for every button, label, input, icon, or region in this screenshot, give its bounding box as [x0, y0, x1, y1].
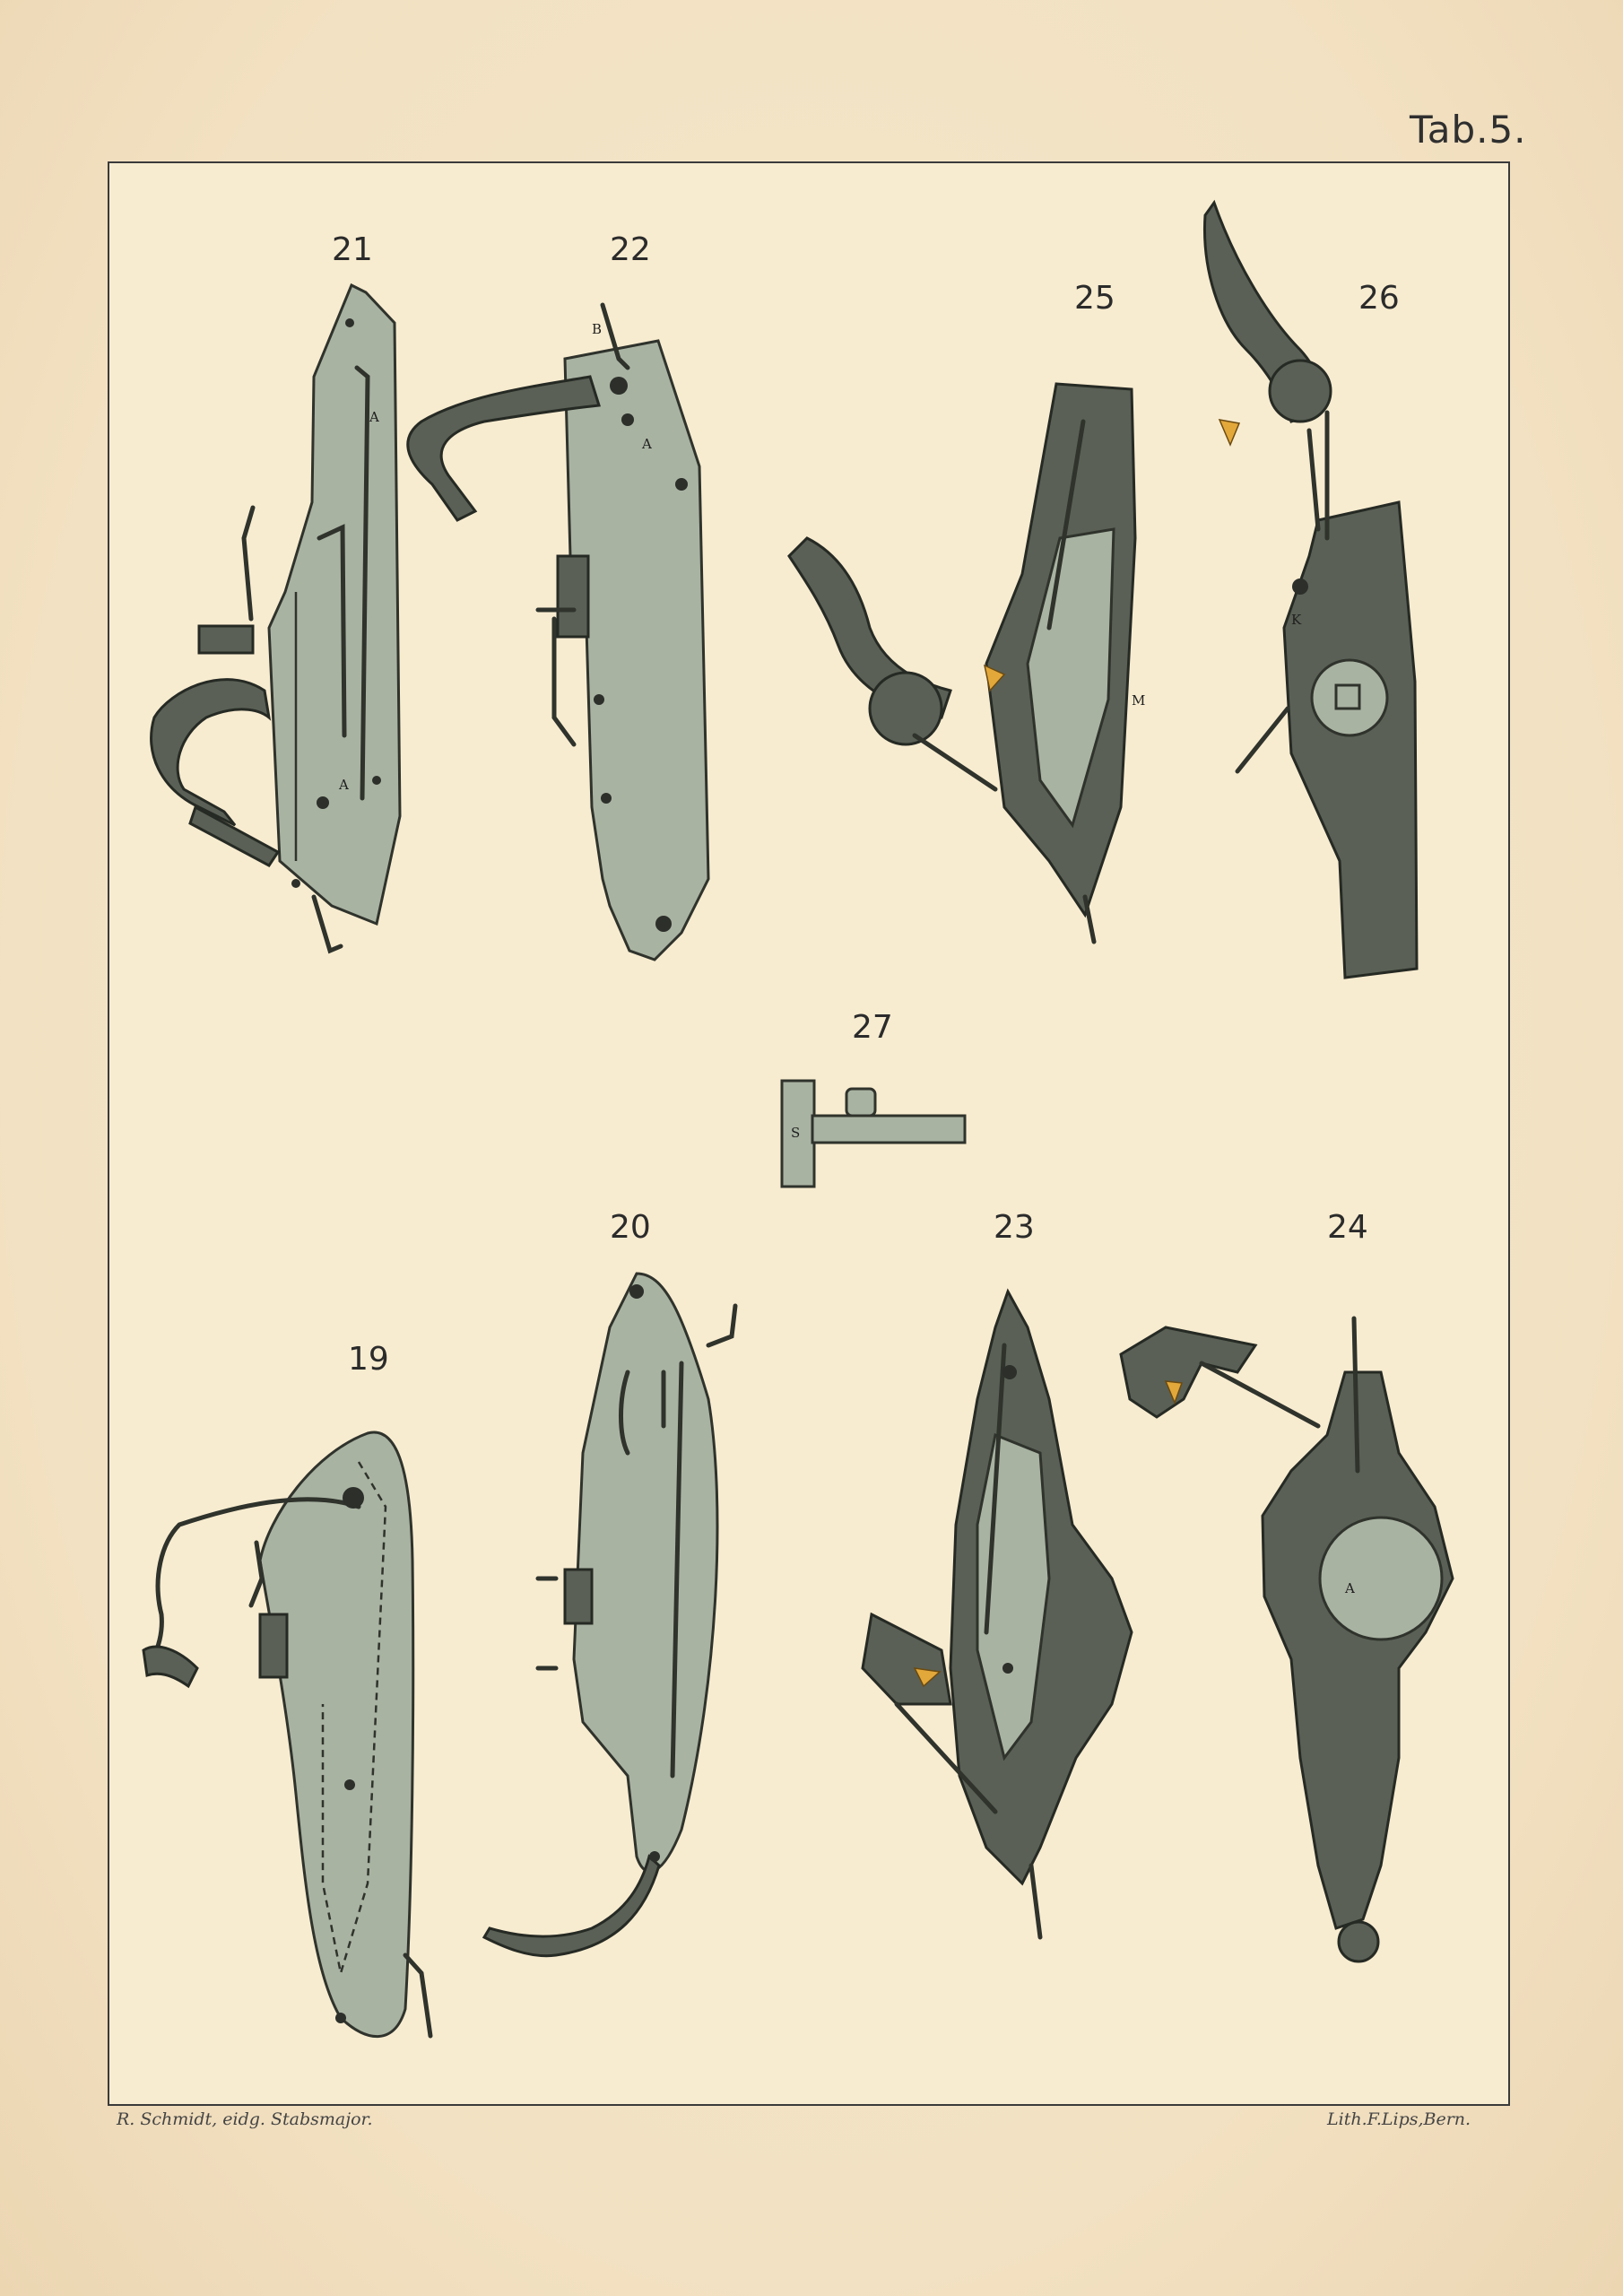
figure-number-25: 25: [1074, 280, 1115, 317]
letter-b-22: B: [592, 321, 602, 337]
lock-figure-22: B A: [406, 302, 710, 961]
letter-k-26: K: [1291, 612, 1302, 628]
letter-m-25: M: [1132, 692, 1145, 709]
lock-figure-24: A: [1119, 1316, 1454, 1963]
credit-left: R. Schmidt, eidg. Stabsmajor.: [117, 2109, 373, 2129]
letter-a-21b: A: [338, 777, 349, 793]
letter-a-21: A: [369, 409, 379, 425]
lock-figure-27: S: [780, 1079, 967, 1188]
letter-s-27: S: [791, 1125, 800, 1141]
lock-figure-19: [142, 1431, 433, 2039]
letter-a-22: A: [641, 436, 652, 452]
lock-figure-26: K: [1202, 199, 1419, 979]
figure-number-23: 23: [994, 1209, 1035, 1246]
figure-number-26: 26: [1358, 280, 1400, 317]
figure-number-21: 21: [332, 231, 373, 268]
lock-figure-21: A A: [150, 283, 402, 954]
letter-a-24: A: [1344, 1580, 1355, 1596]
figure-number-22: 22: [610, 231, 651, 268]
lock-figure-23: [861, 1288, 1133, 1940]
lock-figure-25: M: [787, 382, 1145, 944]
figure-number-24: 24: [1327, 1209, 1368, 1246]
credit-right: Lith.F.Lips,Bern.: [1327, 2109, 1471, 2129]
figure-number-19: 19: [348, 1341, 389, 1378]
figure-number-27: 27: [852, 1009, 893, 1046]
lock-figure-20: [482, 1272, 738, 1958]
figure-number-20: 20: [610, 1209, 651, 1246]
tab-label: Tab.5.: [1410, 108, 1527, 152]
